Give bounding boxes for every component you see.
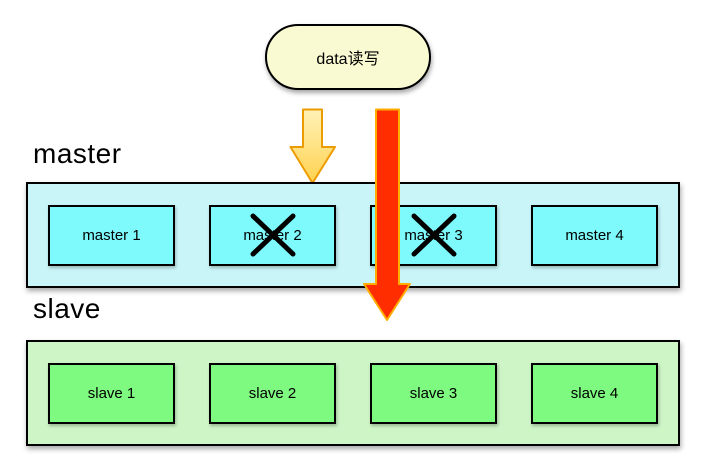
slave-container: slave 1 slave 2 slave 3 slave 4 [26,340,680,446]
master-container: master 1 master 2 master 3 master 4 [26,182,680,288]
master-group-label: master [33,138,122,169]
master-node-2: master 2 [209,204,336,266]
slave-group-label: slave [33,293,101,324]
slave-node-4: slave 4 [531,362,658,424]
master-node-label: master 3 [404,226,463,244]
red-down-arrow-icon [363,108,411,321]
slave-node-label: slave 4 [570,384,619,402]
master-node-label: master 2 [243,226,302,244]
master-node-label: master 1 [82,226,141,244]
slave-node-1: slave 1 [48,362,175,424]
master-node-label: master 4 [565,226,624,244]
slave-node-label: slave 1 [87,384,136,402]
data-readwrite-node: data读写 [265,24,431,90]
slave-node-label: slave 3 [409,384,458,402]
data-readwrite-label: data读写 [316,51,380,68]
slave-node-3: slave 3 [370,362,497,424]
master-node-1: master 1 [48,204,175,266]
yellow-down-arrow-icon [289,108,336,184]
slave-node-label: slave 2 [248,384,297,402]
slave-node-2: slave 2 [209,362,336,424]
master-node-4: master 4 [531,204,658,266]
